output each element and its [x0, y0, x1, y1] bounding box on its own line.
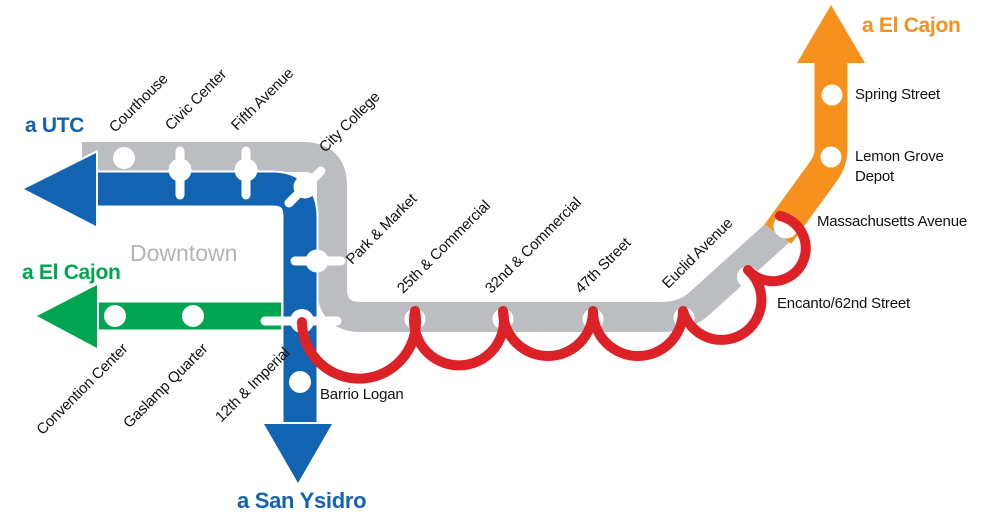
- station-marker-city-college: [293, 175, 317, 199]
- orange-arrowhead: [797, 5, 865, 63]
- area-label-downtown: Downtown: [130, 240, 238, 266]
- terminal-label-utc: a UTC: [25, 114, 85, 137]
- green-arrowhead-west: [32, 281, 99, 352]
- terminal-label-el-cajon-green: a El Cajon: [22, 261, 121, 284]
- terminal-label-el-cajon-orange: a El Cajon: [862, 14, 961, 37]
- station-marker-fifth-avenue: [234, 158, 258, 182]
- station-marker-barrio-logan: [289, 371, 311, 393]
- station-marker-convention-center: [104, 305, 126, 327]
- station-label-spring-street: Spring Street: [855, 86, 940, 103]
- station-marker-gaslamp-quarter: [182, 305, 204, 327]
- terminal-label-san-ysidro: a San Ysidro: [237, 488, 367, 513]
- station-label-massachusetts: Massachusetts Avenue: [817, 213, 967, 230]
- station-marker-spring-street: [821, 84, 843, 106]
- blue-arrowhead-west: [19, 149, 98, 230]
- station-label-encanto: Encanto/62nd Street: [777, 295, 910, 312]
- blue-arrowhead-south: [260, 422, 336, 488]
- station-marker-park-market: [305, 249, 329, 273]
- red-line-path: [297, 211, 811, 384]
- station-label-lemon-grove: Lemon Grove Depot: [855, 148, 944, 185]
- orange-line-path: [764, 62, 848, 244]
- station-label-barrio-logan: Barrio Logan: [320, 386, 404, 403]
- station-marker-courthouse: [113, 147, 135, 169]
- station-marker-lemon-grove: [820, 146, 842, 168]
- station-marker-civic-center: [168, 158, 192, 182]
